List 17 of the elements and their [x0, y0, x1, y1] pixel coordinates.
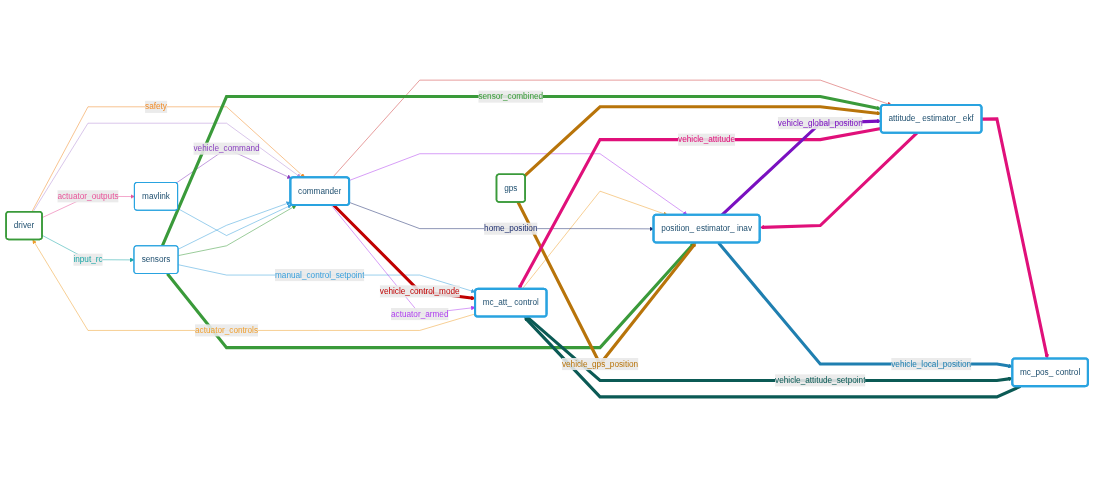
edge-label: manual_control_setpoint [274, 270, 365, 280]
edge-label: safety [145, 102, 167, 111]
edge-label: vehicle_control_mode [379, 286, 460, 296]
edge-label: actuator_outputs [57, 191, 119, 201]
edge-label: home_position [484, 224, 538, 233]
arrow [981, 117, 1049, 359]
edge-label: vehicle_local_position [891, 359, 972, 369]
edge-label: vehicle_command [193, 143, 260, 153]
edge-label: actuator_controls [195, 325, 259, 335]
edge-label: vehicle_gps_position [561, 359, 639, 369]
edge-label: actuator_armed [390, 309, 449, 319]
edge-label: vehicle_attitude_setpoint [775, 375, 866, 385]
edge-label: vehicle_attitude [678, 135, 736, 144]
arrow [166, 242, 695, 350]
edge-label: vehicle_global_position [777, 118, 863, 128]
edge-label: input_rc [73, 255, 103, 264]
edge-label: sensor_combined [478, 91, 544, 101]
